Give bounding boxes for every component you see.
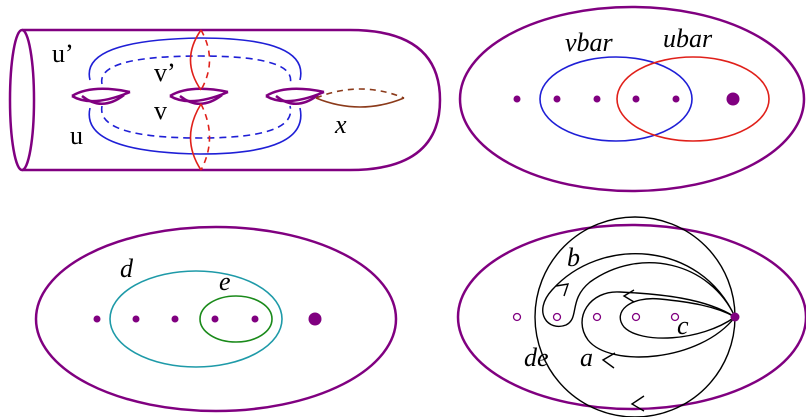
label-v-prime: v’ [154,58,176,87]
hole-right [265,87,325,105]
label-a: a [580,343,593,372]
curve-ubar [616,56,770,142]
curve-v [100,105,292,139]
red-curve-upper-dashed [200,29,211,91]
curve-vbar [539,56,693,142]
disk-outline [34,225,398,413]
hole-middle [169,87,229,105]
curve-v-prime [100,55,292,85]
label-d: d [120,254,134,283]
label-b: b [567,243,580,272]
curve-x-solid [315,97,405,108]
hole-left [71,87,131,105]
label-de: de [524,343,549,372]
puncture-points [513,92,740,106]
curve-x-dashed [315,88,405,99]
arrow-de [630,395,645,412]
label-u-prime: u’ [52,39,74,68]
curve-u-prime [88,37,302,81]
label-v: v [154,96,167,125]
label-u: u [70,121,83,150]
cylinder-end-ellipse [8,28,36,172]
curve-u [88,107,302,155]
panel-top-right: vbar ubar [458,5,806,193]
red-curve-lower-dashed [200,103,211,171]
arrow-a [601,352,616,369]
curve-c [619,297,736,339]
arrow-b [555,283,570,297]
open-puncture-points [512,312,680,322]
red-curve-upper-solid [189,29,202,91]
disk-outline [458,5,806,193]
panel-bottom-right: b c a de [456,216,806,417]
curve-d [109,270,283,368]
curve-b [542,253,736,328]
red-curve-lower-solid [189,103,202,171]
curve-e [199,295,273,343]
panel-bottom-left: d e [34,225,398,413]
arrow-c [622,289,635,303]
panel-top-left: u’ v’ v u x [8,28,442,172]
base-point [730,312,740,322]
curve-a [581,291,736,358]
surface-outline [22,28,442,172]
label-x: x [334,110,347,139]
puncture-points [93,312,322,326]
label-ubar: ubar [663,24,713,53]
label-vbar: vbar [565,28,614,57]
label-e: e [219,267,231,296]
label-c: c [677,311,689,340]
disk-outline [456,223,806,411]
